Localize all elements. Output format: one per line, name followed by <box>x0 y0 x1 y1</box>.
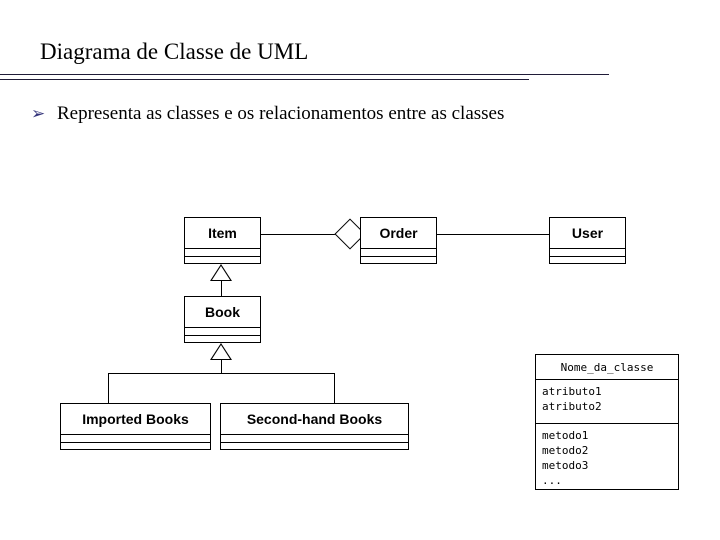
legend-methods: metodo1 metodo2 metodo3 ... <box>536 424 678 488</box>
class-name-order: Order <box>361 218 436 249</box>
connector-item-order <box>260 234 340 235</box>
connector-drop-secondhand <box>334 373 335 403</box>
class-box-secondhand-books[interactable]: Second-hand Books <box>220 403 409 450</box>
class-name-book: Book <box>185 297 260 328</box>
legend-method: metodo3 <box>542 459 589 472</box>
class-methods-book <box>185 336 260 344</box>
bullet-item: ➢ Representa as classes e os relacioname… <box>31 103 504 125</box>
generalization-arrow-book-icon <box>210 343 232 360</box>
legend-attributes: atributo1 atributo2 <box>536 380 678 424</box>
title-divider-top <box>0 74 609 75</box>
legend-method: metodo1 <box>542 429 589 442</box>
class-name-imported-books: Imported Books <box>61 404 210 435</box>
class-attributes-book <box>185 328 260 336</box>
class-methods-item <box>185 257 260 265</box>
class-methods-order <box>361 257 436 265</box>
class-name-secondhand-books: Second-hand Books <box>221 404 408 435</box>
class-attributes-user <box>550 249 625 257</box>
legend-attribute: atributo1 <box>542 385 602 398</box>
connector-drop-imported <box>108 373 109 403</box>
class-attributes-order <box>361 249 436 257</box>
generalization-arrow-item-icon <box>210 264 232 281</box>
class-box-book[interactable]: Book <box>184 296 261 343</box>
class-methods-secondhand-books <box>221 443 408 451</box>
class-attributes-item <box>185 249 260 257</box>
class-name-user: User <box>550 218 625 249</box>
arrow-bullet-icon: ➢ <box>31 104 46 124</box>
legend-class-name: Nome_da_classe <box>536 355 678 380</box>
legend-method: metodo2 <box>542 444 589 457</box>
legend-attribute: atributo2 <box>542 400 602 413</box>
class-attributes-secondhand-books <box>221 435 408 443</box>
class-box-imported-books[interactable]: Imported Books <box>60 403 211 450</box>
legend-class-box[interactable]: Nome_da_classe atributo1 atributo2 metod… <box>535 354 679 490</box>
class-box-order[interactable]: Order <box>360 217 437 264</box>
connector-order-user <box>437 234 549 235</box>
page-title: Diagrama de Classe de UML <box>40 39 309 64</box>
class-methods-user <box>550 257 625 265</box>
connector-book-fork-stem <box>221 360 222 374</box>
title-divider-bottom <box>0 79 529 80</box>
bullet-text: Representa as classes e os relacionament… <box>57 103 505 124</box>
legend-method-ellipsis: ... <box>542 474 562 487</box>
connector-subclass-fork-bar <box>108 373 335 374</box>
class-box-item[interactable]: Item <box>184 217 261 264</box>
class-box-user[interactable]: User <box>549 217 626 264</box>
class-methods-imported-books <box>61 443 210 451</box>
connector-book-item <box>221 281 222 297</box>
class-attributes-imported-books <box>61 435 210 443</box>
class-name-item: Item <box>185 218 260 249</box>
